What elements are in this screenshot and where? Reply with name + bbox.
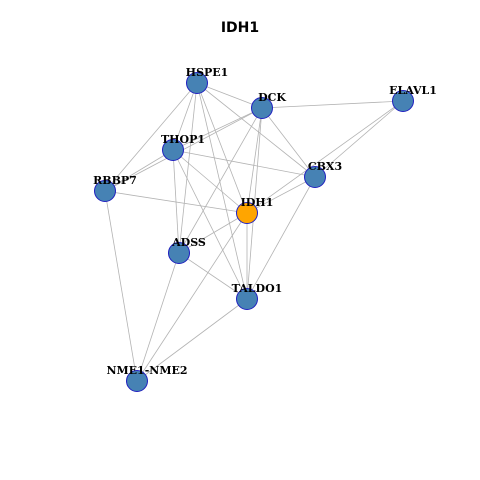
edge-rbbp7-idh1 (104, 190, 248, 214)
node-label-hspe1: HSPE1 (186, 66, 229, 79)
node-nme1-nme2[interactable]: NME1-NME2 (106, 364, 188, 392)
edge-hspe1-thop1 (172, 82, 198, 151)
edge-idh1-nme1-nme2 (136, 212, 248, 382)
node-taldo1[interactable]: TALDO1 (232, 282, 283, 310)
edge-thop1-adss (172, 149, 180, 254)
node-circle-hspe1[interactable] (186, 72, 208, 94)
node-thop1[interactable]: THOP1 (161, 133, 205, 161)
edge-thop1-idh1 (172, 149, 248, 214)
node-idh1[interactable]: IDH1 (236, 196, 274, 224)
node-label-idh1: IDH1 (241, 196, 274, 209)
node-circle-nme1-nme2[interactable] (126, 370, 148, 392)
node-adss[interactable]: ADSS (168, 236, 206, 264)
edge-dck-taldo1 (246, 107, 263, 300)
edge-hspe1-taldo1 (196, 82, 248, 300)
node-circle-idh1[interactable] (236, 202, 258, 224)
edge-thop1-rbbp7 (104, 149, 174, 192)
edge-dck-idh1 (246, 107, 263, 214)
node-circle-rbbp7[interactable] (94, 180, 116, 202)
node-circle-thop1[interactable] (162, 139, 184, 161)
node-hspe1[interactable]: HSPE1 (186, 66, 229, 94)
node-label-taldo1: TALDO1 (232, 282, 283, 295)
node-label-thop1: THOP1 (161, 133, 205, 146)
edge-dck-elavl1 (261, 100, 404, 109)
node-label-nme1-nme2: NME1-NME2 (106, 364, 187, 377)
edge-dck-adss (178, 107, 263, 254)
edge-cbx3-taldo1 (246, 176, 316, 300)
node-label-cbx3: CBX3 (308, 160, 342, 173)
edge-adss-taldo1 (178, 252, 248, 300)
edge-elavl1-cbx3 (314, 100, 404, 178)
node-circle-taldo1[interactable] (236, 288, 258, 310)
node-label-elavl1: ELAVL1 (389, 84, 437, 97)
node-label-dck: DCK (258, 91, 286, 104)
edge-hspe1-cbx3 (196, 82, 316, 178)
edge-hspe1-adss (178, 82, 198, 254)
node-elavl1[interactable]: ELAVL1 (389, 84, 437, 112)
node-label-adss: ADSS (171, 236, 206, 249)
node-rbbp7[interactable]: RBBP7 (93, 174, 137, 202)
node-circle-dck[interactable] (251, 97, 273, 119)
edge-elavl1-idh1 (246, 100, 404, 214)
node-circle-elavl1[interactable] (392, 90, 414, 112)
edge-cbx3-idh1 (246, 176, 316, 214)
node-dck[interactable]: DCK (251, 91, 287, 119)
node-label-rbbp7: RBBP7 (93, 174, 137, 187)
edge-dck-thop1 (172, 107, 263, 151)
edge-idh1-adss (178, 212, 248, 254)
edge-hspe1-rbbp7 (104, 82, 198, 192)
edges-layer (104, 82, 404, 382)
edge-hspe1-dck (196, 82, 263, 109)
edge-taldo1-nme1-nme2 (136, 298, 248, 382)
node-cbx3[interactable]: CBX3 (304, 160, 343, 188)
edge-rbbp7-nme1-nme2 (104, 190, 138, 382)
graph-title: IDH1 (220, 20, 260, 36)
edge-thop1-cbx3 (172, 149, 316, 178)
edge-thop1-taldo1 (172, 149, 248, 300)
node-circle-cbx3[interactable] (304, 166, 326, 188)
edge-hspe1-idh1 (196, 82, 248, 214)
node-circle-adss[interactable] (168, 242, 190, 264)
edge-adss-nme1-nme2 (136, 252, 180, 382)
edge-dck-cbx3 (261, 107, 316, 178)
